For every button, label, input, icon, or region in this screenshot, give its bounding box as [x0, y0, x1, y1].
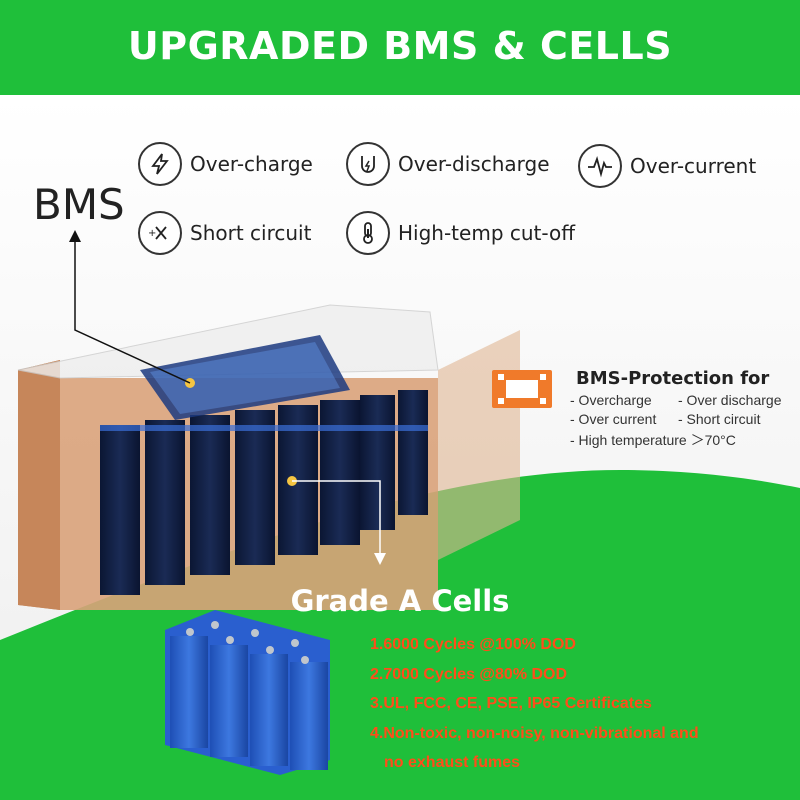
feature-short-circuit: + Short circuit — [138, 211, 311, 255]
feature-label: Over-discharge — [398, 152, 550, 176]
protection-item: - Over current — [570, 411, 657, 427]
cells-feature: 3.UL, FCC, CE, PSE, IP65 Certificates — [370, 695, 652, 712]
feature-over-discharge: Over-discharge — [346, 142, 550, 186]
svg-text:+: + — [148, 228, 156, 239]
cells-title: Grade A Cells — [290, 584, 510, 618]
protection-item: - Over discharge — [678, 392, 782, 408]
cells-feature-list: 1.6000 Cycles @100% DOD 2.7000 Cycles @8… — [370, 630, 699, 778]
protection-title: BMS-Protection for — [576, 368, 770, 389]
protection-item: - High temperature ＞70°C — [570, 432, 736, 448]
feature-high-temp: High-temp cut-off — [346, 211, 575, 255]
title-banner — [0, 0, 800, 95]
short-circuit-icon: + — [138, 211, 182, 255]
feature-over-current: Over-current — [578, 144, 756, 188]
thermometer-icon — [346, 211, 390, 255]
protection-item: - Short circuit — [678, 411, 761, 427]
protection-item: - Overcharge — [570, 392, 652, 408]
feature-label: Over-current — [630, 154, 757, 178]
feature-label: Short circuit — [190, 221, 312, 245]
bms-label: BMS — [33, 180, 125, 229]
cells-feature: no exhaust fumes — [384, 754, 521, 771]
feature-label: High-temp cut-off — [398, 221, 575, 245]
lightning-icon — [138, 142, 182, 186]
cells-feature: 1.6000 Cycles @100% DOD — [370, 636, 576, 653]
page-title: UPGRADED BMS & CELLS — [127, 24, 673, 68]
cells-feature: 4.Non-toxic, non-noisy, non-vibrational … — [370, 724, 699, 742]
pulse-icon — [578, 144, 622, 188]
feature-label: Over-charge — [190, 152, 313, 176]
feature-over-charge: Over-charge — [138, 142, 313, 186]
discharge-icon — [346, 142, 390, 186]
cells-feature: 2.7000 Cycles @80% DOD — [370, 665, 568, 683]
